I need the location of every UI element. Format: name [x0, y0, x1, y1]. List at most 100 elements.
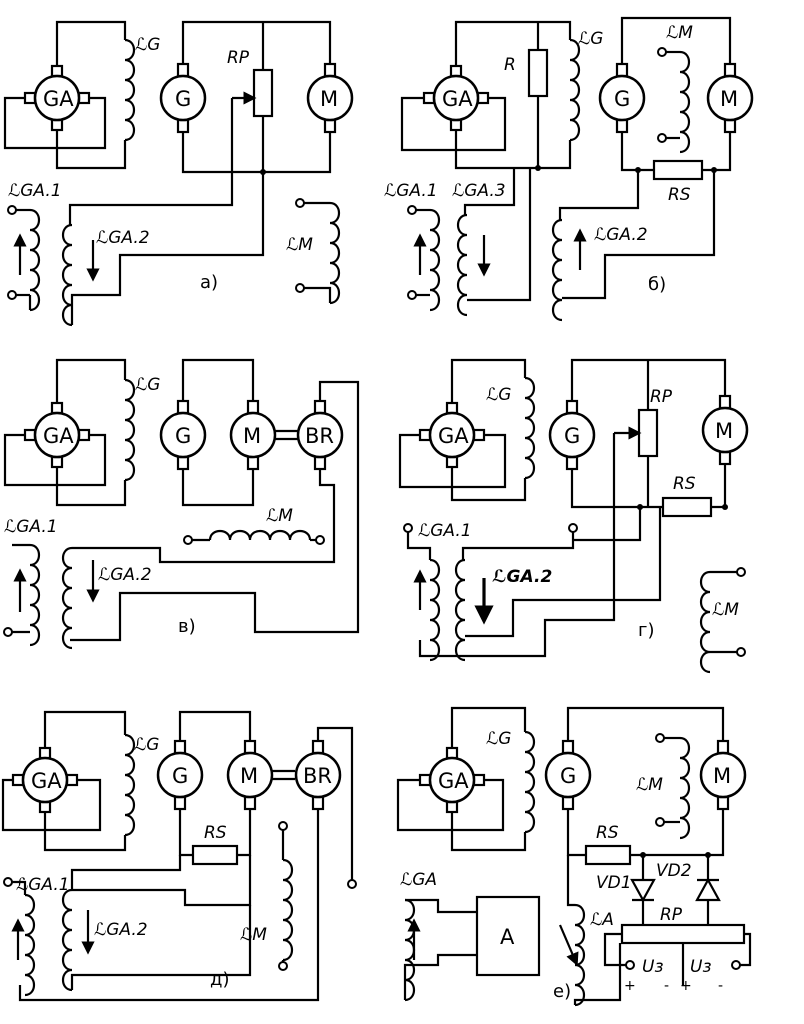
machine-m: M [699, 739, 747, 811]
label-g: G [564, 424, 580, 448]
label-ga: GA [43, 424, 74, 448]
label-lg: ℒG [578, 29, 603, 49]
label-lg: ℒG [135, 35, 160, 55]
lga2-wire-top [68, 98, 234, 225]
caption-f: е) [553, 981, 571, 1002]
label-lga3: ℒGA.3 [452, 181, 506, 201]
label-lga2: ℒGA.2 [492, 567, 552, 587]
resistor-rp [620, 923, 746, 945]
machine-g: G [544, 739, 592, 811]
ga-loop-wire [3, 96, 107, 150]
label-m: M [320, 87, 338, 111]
label-minus1: - [664, 978, 669, 994]
label-ga: GA [43, 87, 74, 111]
caption-c: в) [178, 616, 196, 637]
resistor-rp [252, 68, 274, 118]
gm-top-bus [181, 20, 332, 64]
label-lg: ℒG [486, 729, 511, 749]
label-ga: GA [438, 424, 469, 448]
label-br: BR [303, 764, 332, 788]
machine-g: G [598, 62, 646, 134]
label-rp: RP [227, 48, 250, 68]
label-rs: RS [596, 823, 619, 843]
machine-m: M [701, 394, 749, 466]
label-plus1: + [624, 978, 636, 994]
label-rs: RS [668, 185, 691, 205]
gm-bottom-bus [181, 132, 332, 174]
lga2-wire-bottom [70, 172, 265, 325]
coil-lg [123, 38, 136, 142]
machine-ga: GA [11, 746, 79, 814]
label-lm: ℒM [266, 506, 293, 526]
panel-d: GA ℒG G M RS RP ℒGA.1 [398, 358, 749, 674]
label-minus2: - [718, 978, 723, 994]
label-rs: RS [673, 474, 696, 494]
label-ga: GA [438, 769, 469, 793]
label-u1: Uз [642, 957, 663, 977]
label-vd1: VD1 [596, 873, 632, 893]
machine-m: M [306, 62, 354, 134]
machine-g: G [159, 399, 207, 471]
label-m: M [720, 87, 738, 111]
label-plus2: + [680, 978, 692, 994]
resistor-rs [652, 159, 704, 181]
label-m: M [715, 419, 733, 443]
label-a: A [500, 925, 515, 949]
label-lg: ℒG [135, 375, 160, 395]
label-lm: ℒM [286, 235, 313, 255]
label-vd2: VD2 [656, 861, 692, 881]
label-u2: Uз [690, 957, 711, 977]
label-g: G [614, 87, 630, 111]
label-lga1: ℒGA.1 [418, 521, 472, 541]
machine-ga: GA [422, 64, 490, 132]
label-rp: RP [650, 387, 673, 407]
label-lm: ℒM [666, 23, 693, 43]
resistor-rp [637, 408, 659, 458]
caption-e: д) [210, 969, 229, 990]
label-rs: RS [204, 823, 227, 843]
label-lga1: ℒGA.1 [4, 517, 58, 537]
ga-lg-wire-bottom [55, 130, 127, 170]
machine-g: G [548, 399, 596, 471]
label-lga2: ℒGA.2 [594, 225, 648, 245]
resistor-rs [661, 496, 713, 518]
label-m: M [713, 764, 731, 788]
caption-b: б) [648, 274, 666, 295]
amplifier-a [475, 895, 541, 977]
label-lga1: ℒGA.1 [16, 875, 70, 895]
panel-c: GA ℒG G M BR ℒM [3, 358, 360, 650]
machine-ga: GA [23, 64, 91, 132]
machine-g: G [159, 62, 207, 134]
label-g: G [175, 424, 191, 448]
panel-e: GA ℒG G M BR RS [1, 710, 357, 1002]
label-rp: RP [660, 905, 683, 925]
machine-m: M [226, 739, 274, 811]
label-lg: ℒG [134, 735, 159, 755]
machine-m: M [229, 399, 277, 471]
machine-br: BR [294, 739, 342, 811]
ga-lg-wire-top [55, 20, 127, 66]
label-g: G [172, 764, 188, 788]
diode-vd2 [695, 877, 721, 902]
panel-b: GA ℒG R G M RS ℒM [384, 16, 754, 322]
label-lm: ℒM [240, 925, 267, 945]
label-lm: ℒM [712, 600, 739, 620]
label-lga2: ℒGA.2 [98, 565, 152, 585]
label-lga1: ℒGA.1 [384, 181, 438, 201]
resistor-r [527, 48, 549, 98]
panel-f: GA ℒG G M RS ℒM VD [396, 706, 752, 1007]
label-g: G [560, 764, 576, 788]
label-lm: ℒM [636, 775, 663, 795]
machine-ga: GA [418, 401, 486, 469]
caption-a: а) [200, 272, 218, 293]
label-lga: ℒGA [400, 870, 437, 890]
label-lga1: ℒGA.1 [8, 181, 62, 201]
resistor-rs [584, 844, 632, 866]
label-r: R [504, 55, 516, 75]
machine-m: M [706, 62, 754, 134]
label-lg: ℒG [486, 385, 511, 405]
label-m: M [240, 764, 258, 788]
machine-ga: GA [418, 746, 486, 814]
